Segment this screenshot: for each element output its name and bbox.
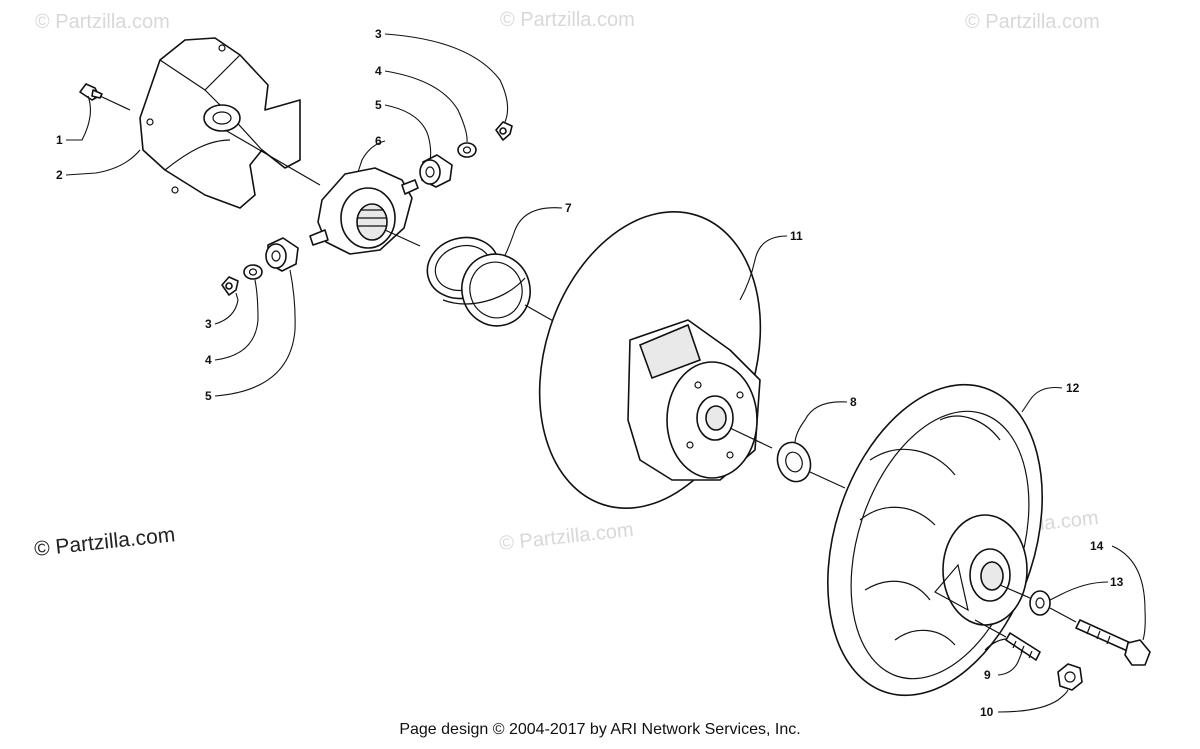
part-5-roller-upper	[419, 154, 453, 188]
part-4-washer-lower	[243, 264, 263, 280]
part-5-roller-lower	[265, 237, 299, 272]
part-7-spring	[426, 236, 556, 327]
part-3-clip-lower	[221, 276, 239, 296]
part-8-washer	[776, 441, 846, 489]
watermark-mid-center: © Partzilla.com	[498, 519, 634, 555]
part-13-washer	[1029, 590, 1051, 616]
part-2-cover	[139, 37, 321, 209]
watermark-top-right: © Partzilla.com	[965, 11, 1100, 33]
callout-4-upper: 4	[375, 64, 382, 78]
callout-labels: 1 2 3 4 5 6 7 3 4 5 11 8 12 14 13 9 10	[56, 27, 1124, 719]
part-3-clip-upper	[495, 121, 513, 141]
callout-10: 10	[980, 705, 994, 719]
part-4-washer-upper	[457, 142, 477, 158]
callout-3-upper: 3	[375, 27, 382, 41]
part-1-screw	[79, 83, 131, 111]
callout-12: 12	[1066, 381, 1080, 395]
callout-9: 9	[984, 668, 991, 682]
callout-11: 11	[790, 229, 803, 243]
callout-5-upper: 5	[375, 98, 382, 112]
watermark-top-left: © Partzilla.com	[35, 11, 170, 33]
callout-14: 14	[1090, 539, 1104, 553]
watermark-main: © Partzilla.com	[33, 523, 176, 561]
callout-7: 7	[565, 201, 572, 215]
callout-6: 6	[375, 134, 382, 148]
part-10-nut	[1057, 663, 1083, 691]
callout-5-lower: 5	[205, 389, 212, 403]
callout-1: 1	[56, 133, 63, 147]
callout-13: 13	[1110, 575, 1124, 589]
watermark-top-center: © Partzilla.com	[500, 9, 635, 31]
page-footer: Page design © 2004-2017 by ARI Network S…	[399, 721, 801, 738]
callout-8: 8	[850, 395, 857, 409]
part-9-stud	[974, 619, 1041, 661]
part-11-sheave	[538, 211, 773, 509]
part-14-bolt	[1049, 607, 1151, 666]
callout-2: 2	[56, 168, 63, 182]
leader-lines	[65, 33, 1146, 713]
callout-3-lower: 3	[205, 317, 212, 331]
callout-4-lower: 4	[205, 353, 212, 367]
part-12-fixed-sheave	[827, 383, 1043, 697]
part-6-cam-spider	[309, 167, 421, 255]
